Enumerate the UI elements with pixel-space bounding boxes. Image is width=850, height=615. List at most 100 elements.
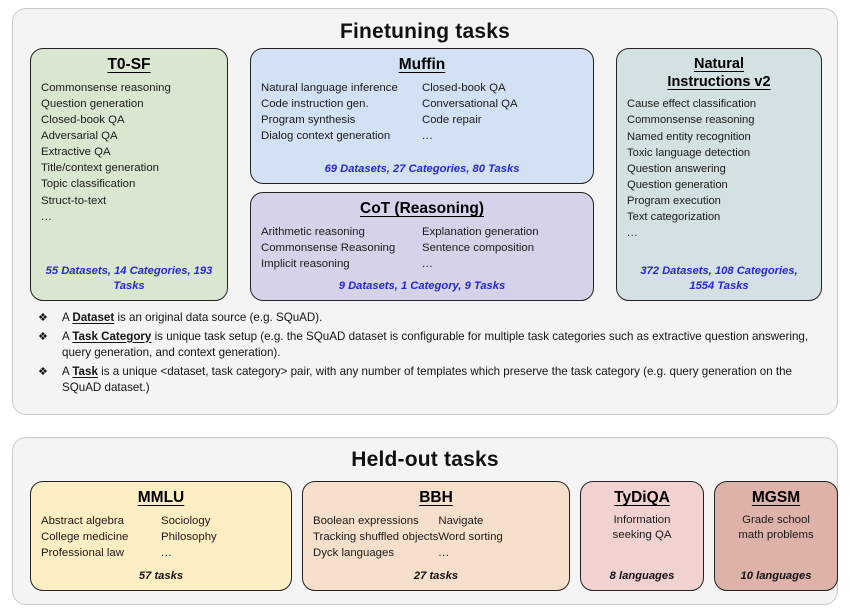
list-item: Natural language inference: [261, 81, 398, 94]
list-item: Title/context generation: [41, 162, 159, 175]
card-cot-items-col2: Explanation generation Sentence composit…: [422, 224, 583, 272]
card-mgsm-items: Grade school math problems: [723, 513, 829, 544]
card-bbh-items: Boolean expressions Tracking shuffled ob…: [313, 513, 559, 561]
list-item: Commonsense reasoning: [41, 81, 171, 94]
card-bbh-items-col2: Navigate Word sorting ...: [438, 513, 559, 561]
list-item: Commonsense Reasoning: [261, 242, 396, 254]
card-cot-reasoning-items: Arithmetic reasoning Commonsense Reasoni…: [261, 224, 583, 272]
card-muffin-items-col2: Closed-book QA Conversational QA Code re…: [422, 80, 583, 144]
list-item-ellipsis: ...: [422, 130, 433, 143]
card-cot-reasoning-stat: 9 Datasets, 1 Category, 9 Tasks: [338, 279, 506, 292]
card-natural-instructions-v2-stat: 372 Datasets, 108 Categories, 1554 Tasks: [640, 265, 798, 292]
list-item-ellipsis: ...: [41, 210, 52, 223]
definition-task-category-text: A Task Category is unique task setup (e.…: [62, 329, 828, 362]
card-mmlu-items: Abstract algebra College medicine Profes…: [41, 513, 281, 561]
list-item: Philosophy: [161, 531, 217, 543]
list-item: College medicine: [41, 531, 129, 543]
definition-dataset: ❖ A Dataset is an original data source (…: [34, 310, 828, 327]
list-item: Tracking shuffled objects: [313, 531, 439, 543]
list-item: Program synthesis: [261, 114, 356, 127]
card-mmlu-stat: 57 tasks: [138, 569, 184, 582]
finetuning-panel-title: Finetuning tasks: [339, 20, 511, 43]
card-t0-sf: T0-SF Commonsense reasoning Question gen…: [30, 48, 228, 301]
card-t0-sf-title: T0-SF: [107, 56, 151, 73]
list-item: math problems: [738, 529, 814, 542]
list-item: Word sorting: [438, 531, 503, 543]
card-mgsm: MGSM Grade school math problems 10 langu…: [714, 481, 838, 591]
card-bbh-title: BBH: [419, 489, 453, 506]
list-item: Dialog context generation: [261, 130, 391, 143]
card-ni-title-line2: Instructions v2: [667, 73, 771, 90]
list-item: Sociology: [161, 514, 211, 527]
card-muffin-stat: 69 Datasets, 27 Categories, 80 Tasks: [324, 162, 520, 175]
list-item: Arithmetic reasoning: [261, 225, 365, 238]
card-tydiqa-items: Information seeking QA: [589, 513, 695, 544]
list-item: Professional law: [41, 547, 124, 560]
card-mmlu-items-col1: Abstract algebra College medicine Profes…: [41, 513, 161, 561]
definition-term: Task: [72, 364, 98, 378]
list-item: Conversational QA: [422, 98, 518, 110]
list-item: Code repair: [422, 114, 482, 127]
card-cot-items-col1: Arithmetic reasoning Commonsense Reasoni…: [261, 224, 422, 272]
list-item-ellipsis: ...: [161, 547, 172, 560]
definition-task-category: ❖ A Task Category is unique task setup (…: [34, 329, 828, 362]
card-tydiqa-title: TyDiQA: [614, 489, 670, 506]
definition-suffix: is unique task setup (e.g. the SQuAD dat…: [62, 329, 809, 360]
card-muffin-title: Muffin: [398, 56, 446, 73]
list-item: Question answering: [627, 162, 726, 175]
list-item: Cause effect classification: [627, 98, 757, 111]
list-item: Explanation generation: [422, 225, 539, 238]
definitions-list: ❖ A Dataset is an original data source (…: [34, 310, 828, 399]
list-item: Grade school: [742, 513, 810, 526]
definition-term: Dataset: [72, 311, 115, 324]
card-t0-sf-stat: 55 Datasets, 14 Categories, 193 Tasks: [45, 265, 213, 292]
list-item: Code instruction gen.: [261, 98, 369, 110]
definition-suffix: is an original data source (e.g. SQuAD).: [114, 311, 323, 324]
list-item: Struct-to-text: [41, 194, 107, 207]
definition-prefix: A: [62, 364, 73, 378]
definition-term: Task Category: [72, 329, 152, 343]
card-natural-instructions-v2-items: Cause effect classification Commonsense …: [627, 96, 811, 241]
card-ni-title-line1: Natural: [694, 56, 744, 72]
list-item: Extractive QA: [41, 146, 111, 159]
card-bbh-stat: 27 tasks: [413, 569, 459, 582]
list-item-ellipsis: ...: [438, 547, 450, 560]
definition-task-text: A Task is a unique <dataset, task catego…: [62, 364, 828, 397]
list-item: Sentence composition: [422, 242, 535, 254]
list-item: Question generation: [627, 178, 728, 191]
list-item: Topic classification: [41, 178, 136, 191]
list-item: Abstract algebra: [41, 514, 124, 527]
list-item: Toxic language detection: [627, 146, 751, 159]
card-muffin: Muffin Natural language inference Code i…: [250, 48, 594, 184]
card-muffin-items-col1: Natural language inference Code instruct…: [261, 80, 422, 144]
list-item: Boolean expressions: [313, 514, 419, 527]
card-bbh-items-col1: Boolean expressions Tracking shuffled ob…: [313, 513, 438, 561]
diamond-bullet-icon: ❖: [38, 312, 48, 324]
definition-task: ❖ A Task is a unique <dataset, task cate…: [34, 364, 828, 397]
list-item: seeking QA: [612, 529, 672, 542]
list-item: Implicit reasoning: [261, 258, 350, 271]
definition-prefix: A: [62, 311, 73, 324]
card-cot-reasoning-title: CoT (Reasoning): [360, 200, 484, 217]
card-mmlu: MMLU Abstract algebra College medicine P…: [30, 481, 292, 591]
diamond-bullet-icon: ❖: [38, 365, 48, 378]
card-muffin-items: Natural language inference Code instruct…: [261, 80, 583, 144]
list-item-ellipsis: ...: [627, 227, 638, 240]
list-item: Closed-book QA: [422, 81, 506, 94]
diamond-bullet-icon: ❖: [38, 330, 48, 343]
card-mmlu-title: MMLU: [137, 489, 185, 506]
list-item: Navigate: [438, 514, 484, 527]
list-item: Adversarial QA: [41, 130, 118, 143]
list-item: Commonsense reasoning: [627, 114, 755, 127]
held-out-panel-title: Held-out tasks: [351, 448, 499, 471]
card-tydiqa-stat: 8 languages: [609, 569, 675, 582]
list-item: Question generation: [41, 98, 144, 110]
definition-dataset-text: A Dataset is an original data source (e.…: [62, 310, 828, 327]
card-tydiqa: TyDiQA Information seeking QA 8 language…: [580, 481, 704, 591]
card-mgsm-title: MGSM: [751, 489, 801, 506]
card-natural-instructions-v2-title: Natural Instructions v2: [627, 56, 811, 91]
list-item: Closed-book QA: [41, 114, 125, 127]
card-t0-sf-items: Commonsense reasoning Question generatio…: [41, 80, 217, 225]
card-mgsm-stat: 10 languages: [740, 569, 812, 582]
